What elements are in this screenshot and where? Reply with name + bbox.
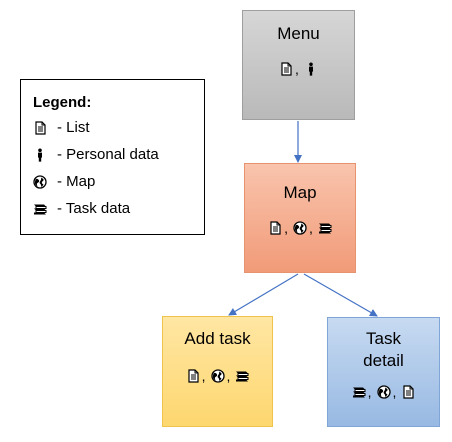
map-title: Map xyxy=(283,183,317,202)
menu-title: Menu xyxy=(277,24,320,43)
arrow-map-to-task-detail xyxy=(303,273,378,317)
map-icons: ,, xyxy=(268,220,332,236)
person-icon xyxy=(304,62,318,76)
legend-item-map: - Map xyxy=(33,168,204,195)
icon-separator: , xyxy=(284,220,288,236)
list-icon xyxy=(186,369,200,383)
legend-label-map: - Map xyxy=(57,173,96,190)
icon-separator: , xyxy=(295,61,299,77)
globe-icon xyxy=(376,385,391,399)
icon-separator: , xyxy=(226,368,231,384)
legend-label-list: - List xyxy=(57,119,90,136)
task-detail-icons: ,, xyxy=(352,384,416,400)
icon-separator: , xyxy=(367,384,372,400)
globe-icon xyxy=(293,221,307,235)
list-icon xyxy=(401,385,415,399)
add-task-title: Add task xyxy=(184,329,251,348)
add-task-icons: ,, xyxy=(186,368,250,384)
legend-item-list: - List xyxy=(33,114,204,141)
map-node: Map ,, xyxy=(244,163,356,273)
legend-item-task-data: - Task data xyxy=(33,195,204,222)
legend-label-personal-data: - Personal data xyxy=(57,146,159,163)
icon-separator: , xyxy=(309,220,313,236)
list-icon xyxy=(268,221,282,235)
menu-icons: , xyxy=(279,61,318,77)
books-icon xyxy=(235,369,249,383)
task-detail-title: Task detail xyxy=(363,329,404,370)
arrow-map-to-add-task xyxy=(228,273,299,316)
list-icon xyxy=(33,120,47,135)
books-icon xyxy=(352,385,366,399)
globe-icon xyxy=(210,369,225,383)
icon-separator: , xyxy=(392,384,397,400)
globe-icon xyxy=(33,174,47,189)
person-icon xyxy=(33,148,47,162)
legend-item-personal-data: - Personal data xyxy=(33,141,204,168)
books-icon xyxy=(318,221,332,235)
add-task-node: Add task ,, xyxy=(162,316,273,427)
task-detail-node: Task detail ,, xyxy=(327,317,440,427)
legend-label-task-data: - Task data xyxy=(57,200,131,217)
icon-separator: , xyxy=(201,368,206,384)
legend-title: Legend: xyxy=(33,94,92,111)
legend-box: Legend: - List - Personal data - Map - T… xyxy=(20,79,205,235)
list-icon xyxy=(279,62,293,76)
menu-node: Menu , xyxy=(242,10,355,120)
books-icon xyxy=(33,202,47,216)
